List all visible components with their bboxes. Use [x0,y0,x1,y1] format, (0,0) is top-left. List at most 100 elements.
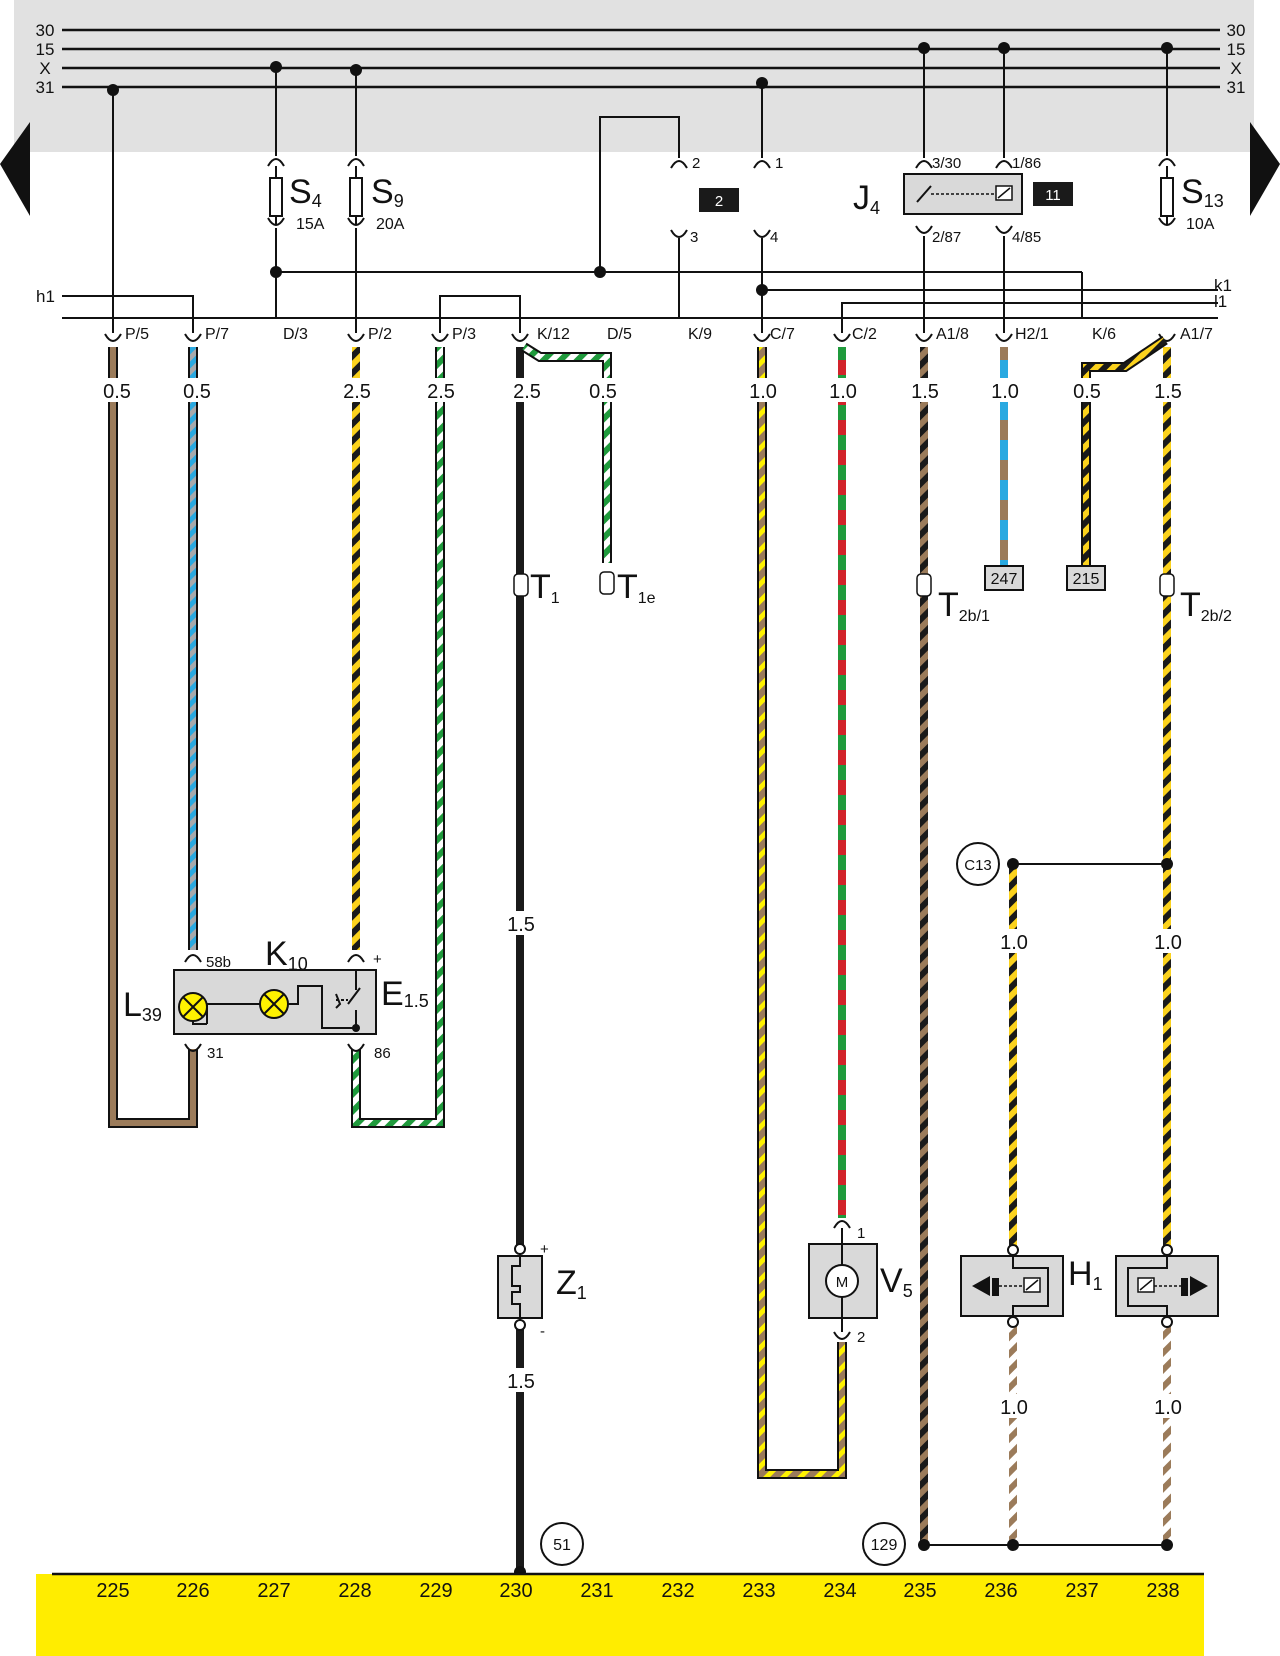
ground-51[interactable]: 51 [553,1537,571,1554]
e15-pin-plus: + [373,951,382,968]
terminal-t2b2: T2b/2 [1180,586,1232,625]
bus-lines [62,28,1220,89]
fuse-s4 [267,158,285,226]
ruler-235: 235 [903,1580,936,1602]
ref-247-box[interactable] [984,565,1024,591]
relay-j4-label: J4 [853,179,880,218]
connector-k12: K/12 [537,326,570,343]
terminal-symbols [513,571,1175,597]
switch-tag-box [699,188,739,212]
v5-pin-1: 1 [857,1225,865,1242]
v5-label: V5 [880,1262,913,1301]
bus-x-label-left: X [39,59,50,78]
ruler-226: 226 [176,1580,209,1602]
ruler-238: 238 [1146,1580,1179,1602]
bus-drop-wires [112,48,1168,333]
relay-pin-1-86: 1/86 [1012,155,1041,172]
switch-pin-4: 4 [770,229,778,246]
switch-pins [670,160,771,238]
bus-k1-label: k1 [1214,276,1232,295]
wire-size-h1-left-bottom: 1.0 [1000,1397,1028,1419]
fuse-s4-label: S4 [289,173,322,211]
ground-51-circle[interactable] [540,1522,584,1566]
fuse-s9-label: S9 [371,173,404,211]
wire-size-c2: 1.0 [829,381,857,403]
connector-p3: P/3 [452,326,476,343]
z1-label: Z1 [556,1264,587,1303]
ruler-229: 229 [419,1580,452,1602]
wire-size-h1-right-top: 1.0 [1154,932,1182,954]
terminal-t1e: T1e [617,568,656,607]
wire-size-z-bottom: 1.5 [507,1371,535,1393]
ref-247[interactable]: 247 [991,571,1018,588]
fuse-s13 [1158,158,1176,226]
bus-15-label-right: 15 [1227,40,1246,59]
connector-h2-1: H2/1 [1015,326,1049,343]
bus-h1-label: h1 [36,287,55,306]
z1-plus: + [540,1241,549,1258]
connector-d3: D/3 [283,326,308,343]
inner-junctions [270,266,768,296]
k10-label: K10 [265,935,308,974]
switch-pin-3: 3 [690,229,698,246]
fuse-s9 [347,158,365,226]
connector-forks [104,333,1176,342]
e15-label: E1.5 [381,975,429,1013]
z1-component [497,1243,543,1331]
next-page-arrow-icon[interactable] [1250,122,1280,216]
wire-size-p7: 0.5 [183,381,211,403]
v5-motor: M [808,1220,878,1340]
bus-15-label-left: 15 [36,40,55,59]
relay-pin-4-85: 4/85 [1012,229,1041,246]
connector-a1-7: A1/7 [1180,326,1213,343]
l39-label: L39 [123,986,162,1025]
v5-motor-symbol: M [836,1274,849,1291]
switch-pin-2: 2 [692,155,700,172]
bus-x-label-right: X [1230,59,1241,78]
terminal-t1: T1 [530,568,560,607]
motor-icon [825,1264,859,1298]
switch-tag: 2 [715,193,723,210]
k10-switch-block [173,954,377,1052]
z1-minus: - [540,1323,545,1340]
switch-e15-icon [347,987,361,1005]
connector-a1-8: A1/8 [936,326,969,343]
relay-pin-3-30: 3/30 [932,155,961,172]
wire-size-h1-right-bottom: 1.0 [1154,1397,1182,1419]
wire-size-h2-1: 1.0 [991,381,1019,403]
ruler-231: 231 [580,1580,613,1602]
wire-size-h1-left-top: 1.0 [1000,932,1028,954]
ref-215[interactable]: 215 [1073,571,1100,588]
c13[interactable]: C13 [964,857,992,874]
ruler-230: 230 [499,1580,532,1602]
connector-p5: P/5 [125,326,149,343]
ruler-232: 232 [661,1580,694,1602]
connector-c7: C/7 [770,326,795,343]
position-ruler [36,1574,1204,1656]
ground-junctions [514,858,1173,1578]
relay-tag-box [1033,182,1073,206]
wire-size-labels [96,378,1186,1418]
switch-pin-1: 1 [775,155,783,172]
horn-icon [1190,1276,1208,1296]
h1-horn-left [960,1244,1064,1328]
ruler-228: 228 [338,1580,371,1602]
fuse-s4-rating: 15A [296,216,325,233]
wire-size-a1-7: 1.5 [1154,381,1182,403]
ground-129[interactable]: 129 [871,1537,898,1554]
k10-pin-31: 31 [207,1045,224,1062]
connector-p2: P/2 [368,326,392,343]
inner-bus-lines [62,271,1218,333]
relay-j4 [903,160,1023,234]
ground-129-circle[interactable] [862,1522,906,1566]
horn-icon [972,1276,990,1296]
c13-circle[interactable] [956,842,1000,886]
e15-pin-86: 86 [374,1045,391,1062]
bus-31-label-right: 31 [1227,78,1246,97]
bus-31-label-left: 31 [36,78,55,97]
ref-215-box[interactable] [1066,565,1106,591]
h1-horn-right [1115,1244,1219,1328]
prev-page-arrow-icon[interactable] [0,122,30,216]
ruler-227: 227 [257,1580,290,1602]
ruler-234: 234 [823,1580,856,1602]
